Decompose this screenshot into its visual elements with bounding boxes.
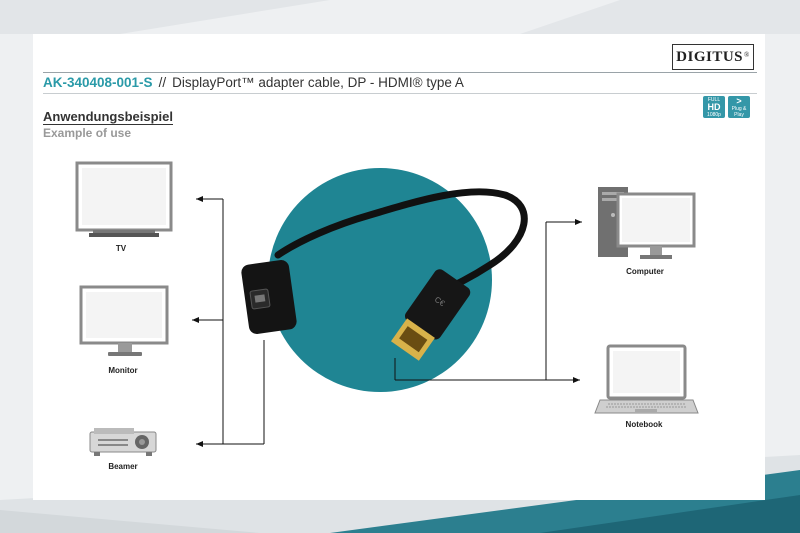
notebook-icon bbox=[594, 344, 699, 414]
monitor-icon bbox=[79, 285, 169, 356]
plug-play-icon: > bbox=[736, 96, 742, 106]
logo-text: DIGITUS bbox=[676, 48, 744, 65]
monitor-label: Monitor bbox=[108, 366, 138, 375]
tv-icon bbox=[75, 161, 173, 237]
full-hd-line3: 1080p bbox=[707, 112, 721, 118]
full-hd-line2: HD bbox=[707, 102, 721, 112]
hdmi-female-connector bbox=[241, 260, 297, 334]
section-subtitle: Example of use bbox=[43, 126, 132, 140]
computer-label: Computer bbox=[626, 267, 664, 276]
tv-label: TV bbox=[115, 244, 127, 253]
section-title: Anwendungsbeispiel bbox=[43, 109, 174, 125]
plug-and-play-badge: > Plug & Play bbox=[728, 96, 750, 118]
beamer-icon bbox=[89, 428, 157, 456]
adapter-cable: C€ bbox=[241, 188, 528, 361]
full-hd-badge: FULL HD 1080p bbox=[703, 96, 725, 118]
full-hd-line1: FULL bbox=[707, 97, 721, 103]
plug-play-label: Plug & Play bbox=[731, 106, 747, 118]
computer-icon bbox=[598, 187, 696, 259]
digitus-logo: DIGITUS® bbox=[672, 44, 754, 70]
product-code: AK-340408-001-S bbox=[43, 75, 153, 90]
beamer-label: Beamer bbox=[108, 462, 138, 471]
product-headline: AK-340408-001-S // DisplayPort™ adapter ca… bbox=[43, 75, 464, 90]
displayport-connector: C€ bbox=[391, 269, 471, 361]
header-rule-top bbox=[43, 72, 757, 73]
headline-separator: // bbox=[158, 75, 167, 90]
header-rule-bottom bbox=[43, 93, 757, 94]
right-connector-lines bbox=[394, 219, 582, 383]
left-connector-lines bbox=[192, 196, 265, 447]
notebook-label: Notebook bbox=[625, 420, 663, 429]
product-description: DisplayPort™ adapter cable, DP - HDMI® t… bbox=[172, 75, 464, 90]
registered-mark: ® bbox=[744, 51, 750, 59]
